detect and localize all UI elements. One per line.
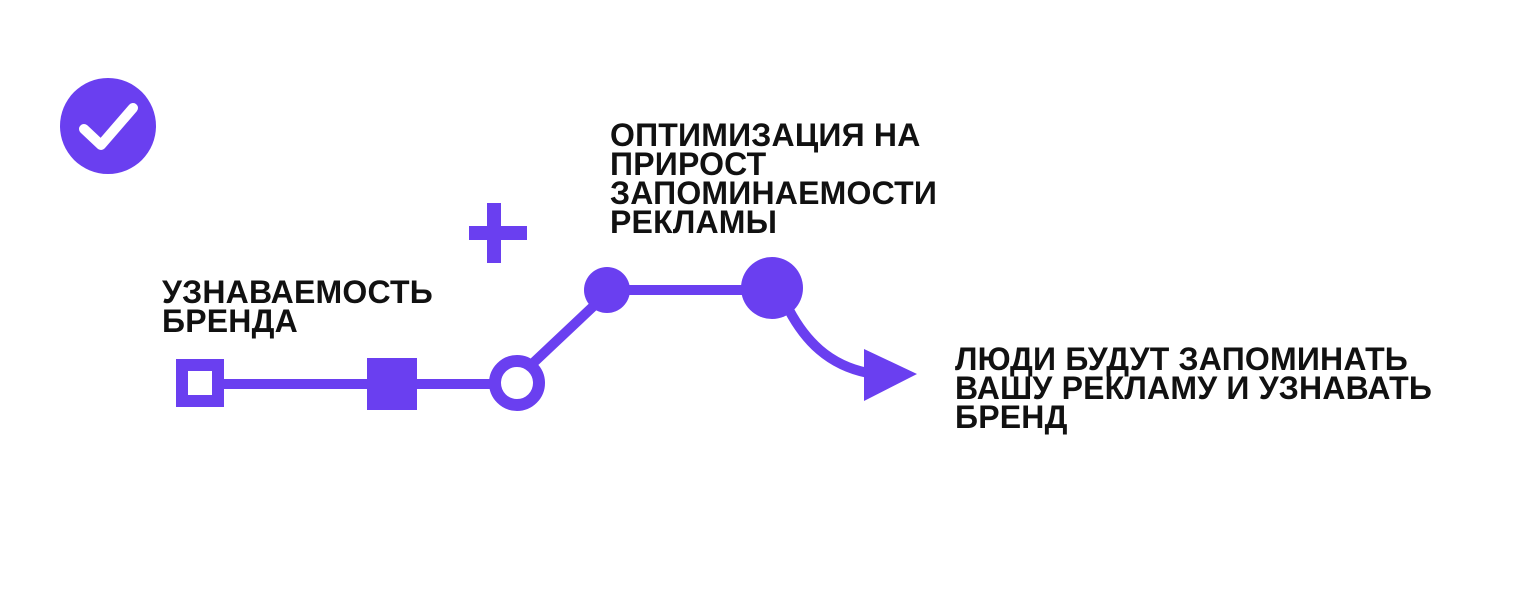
- optimization-label: ОПТИМИЗАЦИЯ НА ПРИРОСТ ЗАПОМИНАЕМОСТИ РЕ…: [610, 117, 938, 240]
- optimization-line-3: ЗАПОМИНАЕМОСТИ: [610, 175, 938, 211]
- result-label: ЛЮДИ БУДУТ ЗАПОМИНАТЬ ВАШУ РЕКЛАМУ И УЗН…: [955, 341, 1433, 435]
- optimization-line-2: ПРИРОСТ: [610, 146, 767, 182]
- node-hollow-circle: [489, 355, 545, 411]
- brand-awareness-line-2: БРЕНДА: [162, 303, 298, 339]
- optimization-line-1: ОПТИМИЗАЦИЯ НА: [610, 117, 921, 153]
- path-curve: [784, 307, 870, 378]
- result-line-2: ВАШУ РЕКЛАМУ И УЗНАВАТЬ: [955, 370, 1433, 406]
- checkmark-tick: [79, 103, 138, 150]
- plus-icon: [469, 203, 527, 263]
- node-filled-circle-small: [584, 267, 630, 313]
- path-segment-3: [527, 296, 604, 369]
- optimization-line-4: РЕКЛАМЫ: [610, 204, 778, 240]
- arrow-head-icon: [864, 349, 917, 401]
- node-start-hollow-square: [176, 359, 224, 407]
- checkmark-icon: [60, 78, 156, 174]
- plus-horizontal-bar: [469, 226, 527, 240]
- flow-path: [220, 285, 870, 389]
- checkmark-badge: [60, 78, 156, 174]
- node-filled-circle-large: [741, 257, 803, 319]
- brand-awareness-label: УЗНАВАЕМОСТЬ БРЕНДА: [162, 274, 433, 339]
- result-line-1: ЛЮДИ БУДУТ ЗАПОМИНАТЬ: [955, 341, 1409, 377]
- brand-awareness-line-1: УЗНАВАЕМОСТЬ: [162, 274, 433, 310]
- node-filled-square: [367, 358, 417, 410]
- result-line-3: БРЕНД: [955, 399, 1068, 435]
